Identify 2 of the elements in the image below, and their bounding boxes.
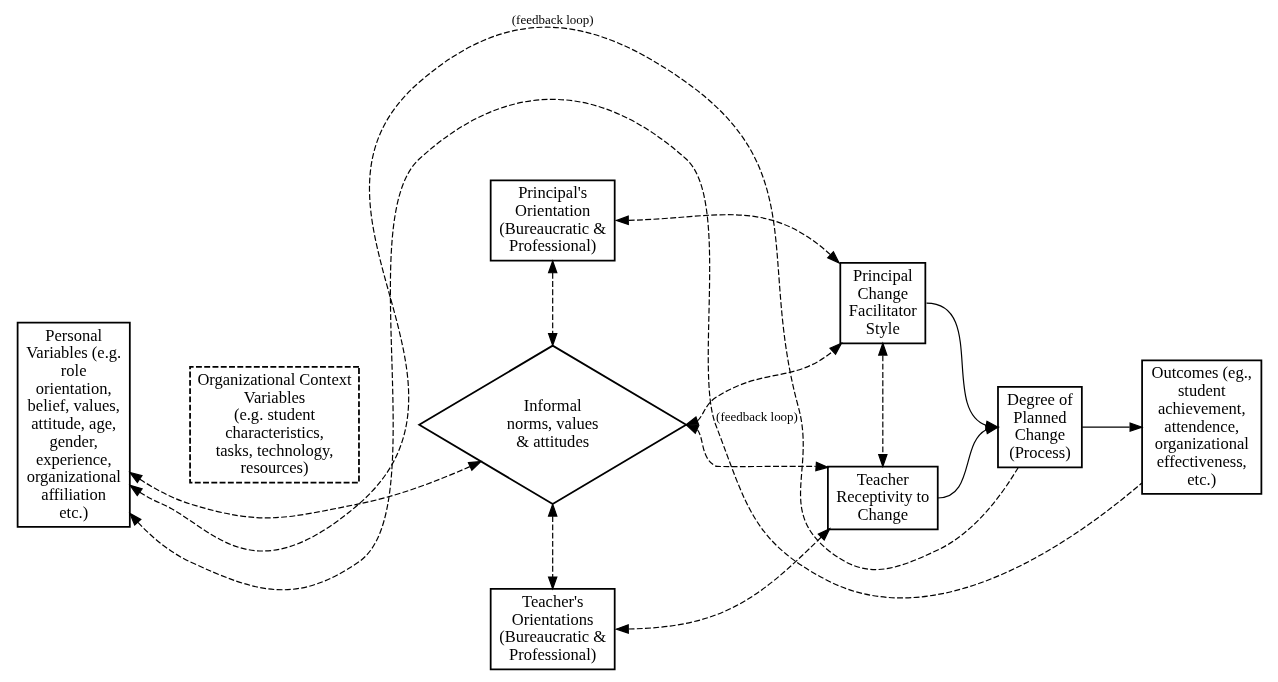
edge-label: (feedback loop) [511, 11, 594, 27]
edge-label: (feedback loop) [715, 408, 798, 424]
